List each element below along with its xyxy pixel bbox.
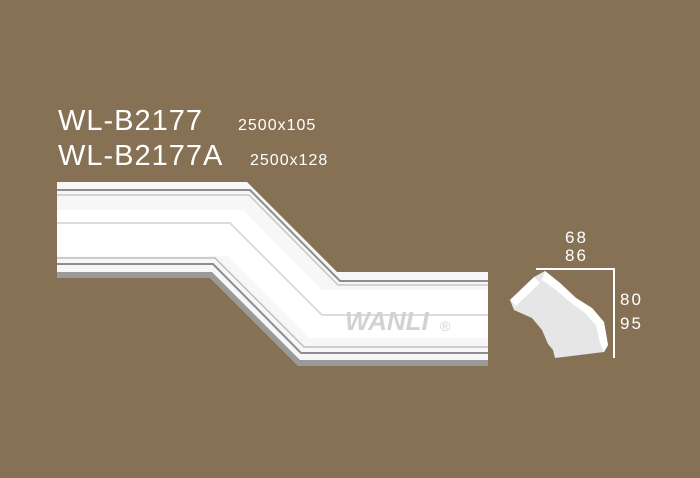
profile-section (510, 271, 608, 358)
registered-mark: ® (440, 318, 451, 334)
model-code-b: WL-B2177A (58, 140, 224, 172)
dimension-bracket (536, 268, 615, 358)
profile-width-a: 68 (565, 228, 588, 247)
profile-height-b: 95 (620, 314, 643, 333)
moulding-face (57, 210, 488, 338)
profile-width-b: 86 (565, 246, 588, 265)
profile-height-a: 80 (620, 290, 643, 309)
model-code-a: WL-B2177 (58, 105, 204, 137)
size-a: 2500x105 (238, 117, 317, 134)
size-b: 2500x128 (250, 152, 329, 169)
brand-watermark: WANLI (345, 306, 430, 336)
